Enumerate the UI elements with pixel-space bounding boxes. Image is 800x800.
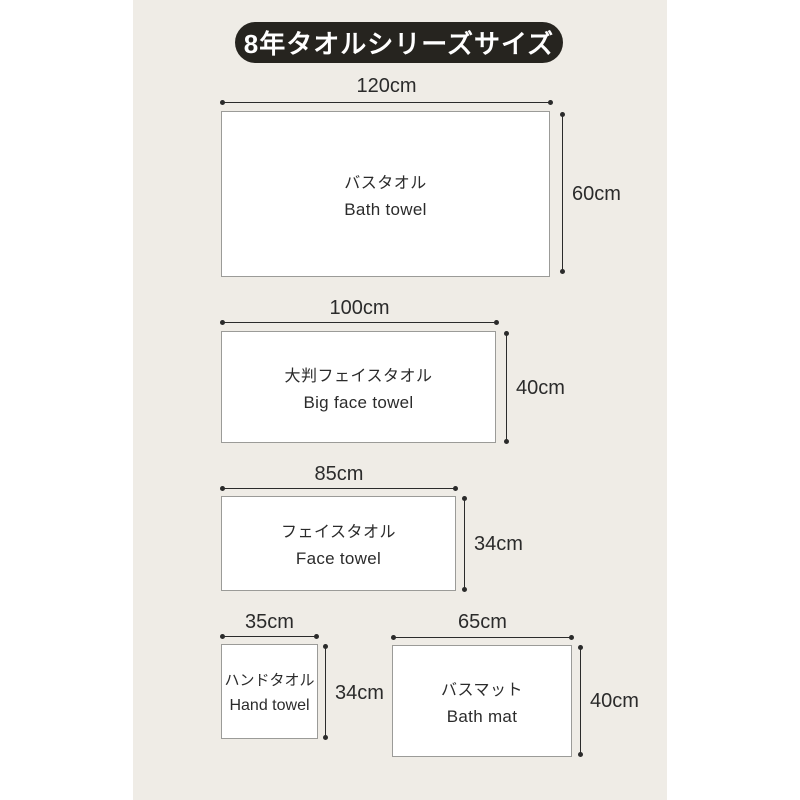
bath-towel-height-label: 60cm: [572, 183, 621, 205]
hand-towel-height-label: 34cm: [335, 682, 384, 704]
bath-towel-name-jp: バスタオル: [344, 174, 427, 192]
bath-towel-box: バスタオル Bath towel: [221, 111, 550, 277]
face-towel-height-label: 34cm: [474, 533, 523, 555]
bath-towel-height-dimension-line: [559, 112, 565, 274]
title-pill: 8年タオルシリーズサイズ: [235, 22, 563, 63]
bath-towel-name-en: Bath towel: [344, 199, 427, 219]
bath-towel-width-label: 120cm: [356, 75, 417, 97]
big-face-towel-width-dimension-line: [220, 319, 499, 325]
bath-mat-height-dimension-line: [577, 645, 583, 757]
hand-towel-width-label: 35cm: [245, 611, 294, 633]
hand-towel-name-jp: ハンドタオル: [224, 671, 315, 689]
big-face-towel-height-dimension-line: [503, 331, 509, 444]
bath-mat-box: バスマット Bath mat: [392, 645, 572, 757]
face-towel-name-jp: フェイスタオル: [280, 524, 397, 541]
big-face-towel-height-label: 40cm: [516, 377, 565, 399]
content-panel: 8年タオルシリーズサイズ 120cm バスタオル Bath towel 60cm…: [133, 0, 667, 800]
face-towel-name-en: Face towel: [295, 549, 382, 568]
bath-mat-width-dimension-line: [391, 634, 574, 640]
hand-towel-height-dimension-line: [322, 644, 328, 740]
hand-towel-name-en: Hand towel: [229, 696, 310, 714]
big-face-towel-box: 大判フェイスタオル Big face towel: [221, 331, 496, 443]
face-towel-height-dimension-line: [461, 496, 467, 592]
big-face-towel-name-jp: 大判フェイスタオル: [284, 367, 433, 385]
bath-mat-height-label: 40cm: [590, 690, 639, 712]
bath-mat-name-en: Bath mat: [446, 706, 518, 726]
hand-towel-box: ハンドタオル Hand towel: [221, 644, 318, 739]
face-towel-width-dimension-line: [220, 485, 458, 491]
bath-mat-name-jp: バスマット: [440, 681, 524, 699]
big-face-towel-name-en: Big face towel: [303, 392, 414, 412]
face-towel-width-label: 85cm: [314, 463, 364, 485]
bath-mat-width-label: 65cm: [458, 611, 507, 633]
hand-towel-width-dimension-line: [220, 633, 319, 639]
page-title: 8年タオルシリーズサイズ: [243, 29, 555, 59]
face-towel-box: フェイスタオル Face towel: [221, 496, 456, 591]
big-face-towel-width-label: 100cm: [329, 297, 390, 319]
bath-towel-width-dimension-line: [220, 99, 553, 105]
